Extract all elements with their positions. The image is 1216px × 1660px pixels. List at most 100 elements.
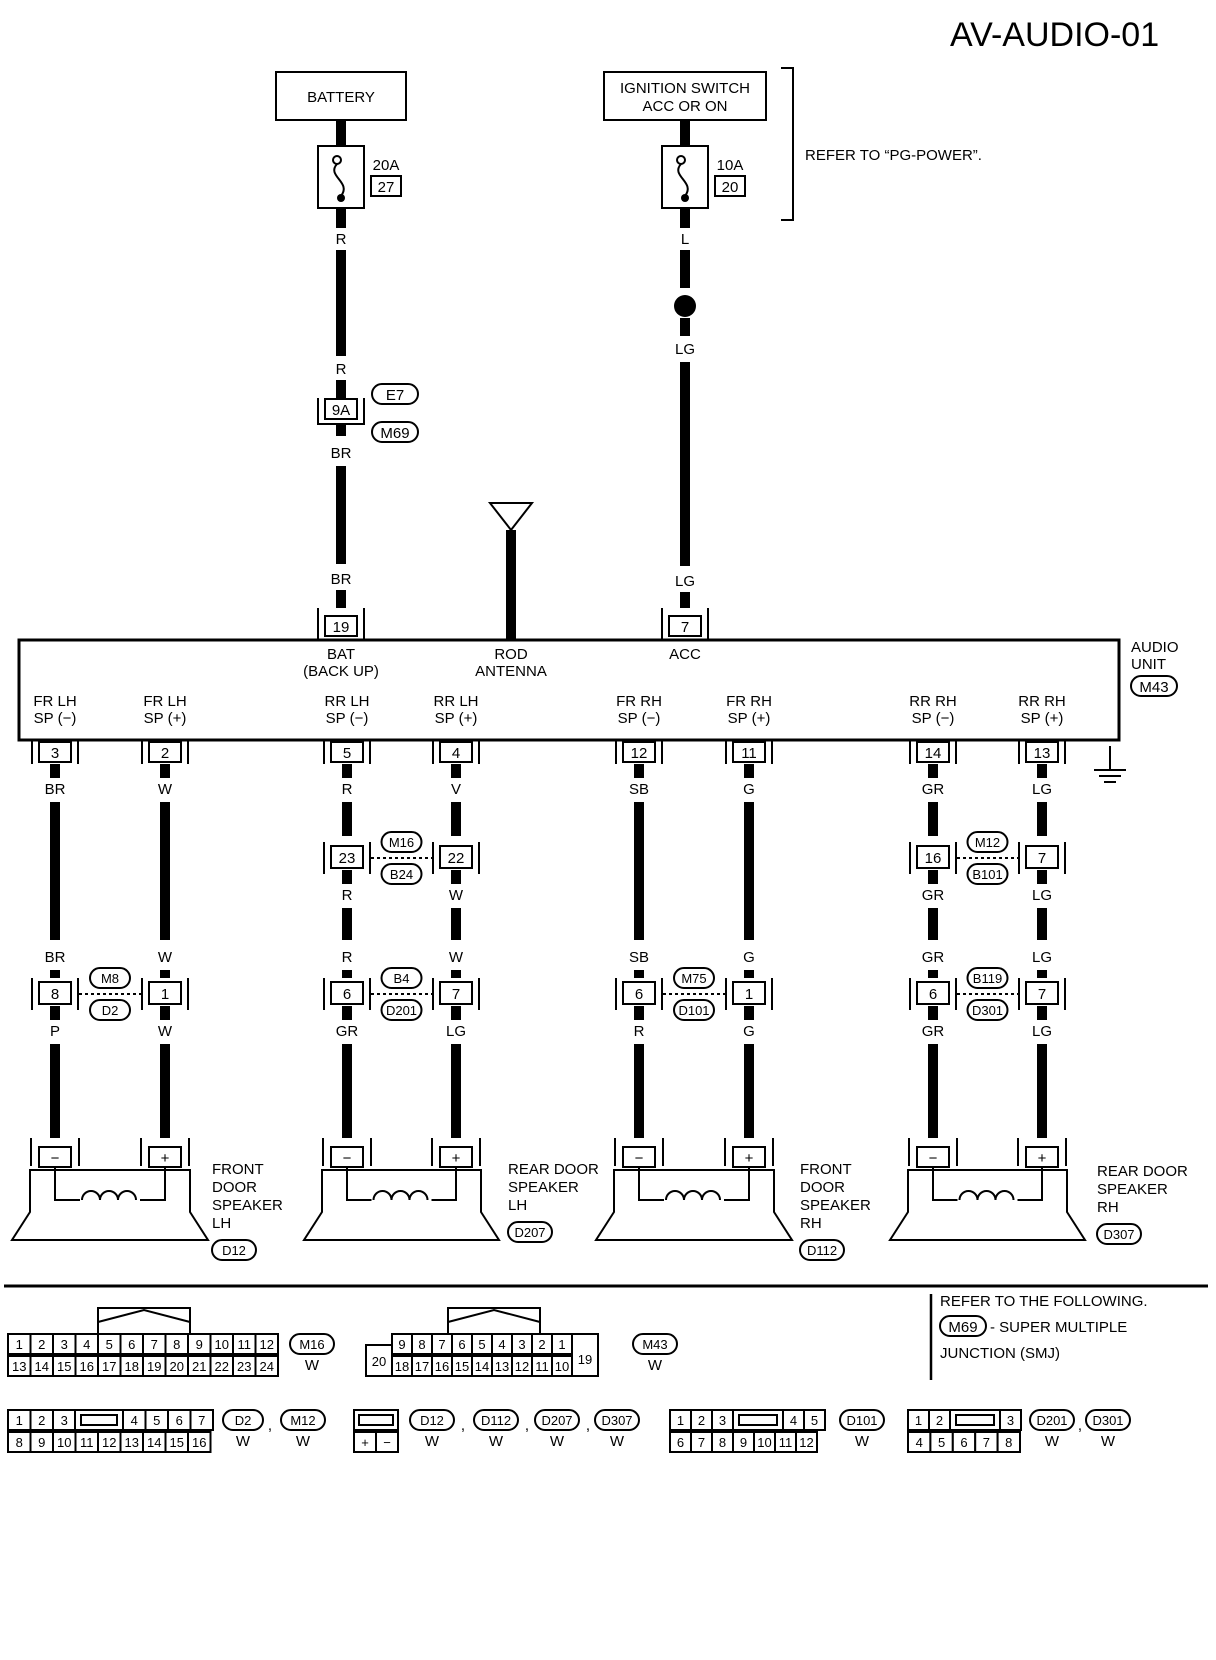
m16-r1-2: 3 [61,1337,68,1352]
speaker-0-coil-icon [81,1190,137,1201]
d2-r1b-0: 4 [131,1413,138,1428]
m43-view-color: W [648,1357,663,1374]
acc-pin-number: 7 [681,619,689,636]
d12-view-color-1: W [489,1433,504,1450]
d101-r2-5: 11 [779,1435,793,1450]
d2-view-connector-0-badge [222,1409,264,1431]
m43-r2-2: 16 [435,1359,449,1374]
terminal-label-3-a: RR LH [433,693,478,710]
terminal-label-7-b: SP (+) [1021,710,1064,727]
low-connector-bottom-3-badge [966,999,1009,1021]
bat-label-2: (BACK UP) [303,663,379,680]
d12-view-sep-0: , [461,1417,465,1434]
m16-r2-5: 18 [125,1359,139,1374]
speaker-0-connector-badge [211,1239,257,1261]
d2-r1b-1: 5 [153,1413,160,1428]
low-connector-top-3-label: B119 [973,971,1002,986]
fuse-10a-amp: 10A [717,157,744,174]
d2-r1a-1: 2 [38,1413,45,1428]
mid-connector-bottom-1-badge [966,863,1009,885]
wire-bot-color-4: R [634,1023,645,1040]
terminal-pin-5-number: 11 [741,745,757,762]
terminal-pin-6-number: 14 [925,745,942,762]
low-connector-top-0-badge [89,967,131,989]
terminal-label-0-a: FR LH [33,693,76,710]
refer-following-line1: REFER TO THE FOLLOWING. [940,1293,1148,1310]
m16-r2-11: 24 [260,1359,274,1374]
low-connector-top-1-badge [380,967,423,989]
m43-r1-1: 8 [418,1337,425,1352]
m43-r1-5: 4 [498,1337,505,1352]
low-connector-pin-5: 1 [725,978,773,1010]
ignition-switch-box [603,71,767,121]
m43-r2-0: 18 [395,1359,409,1374]
speaker-1-plus: + [452,1150,461,1167]
speaker-3-connector-label: D307 [1103,1227,1134,1242]
m16-view-color: W [305,1357,320,1374]
speaker-2-coil-icon [665,1190,721,1201]
d201-r1a-1: 2 [936,1413,943,1428]
m43-r2-4: 14 [475,1359,489,1374]
terminal-label-0-b: SP (−) [34,710,77,727]
mid-connector-pin-6: 16 [909,842,957,874]
m16-r2-0: 13 [12,1359,26,1374]
mid-connector-top-1-badge [966,831,1009,853]
bat-pin [317,608,365,640]
terminal-label-3-b: SP (+) [435,710,478,727]
wire-top-color-1: W [158,781,173,798]
d2-r1a-0: 1 [16,1413,23,1428]
speaker-1-name-0: REAR DOOR [508,1161,599,1178]
mid-connector-pin-3: 22 [432,842,480,874]
audio-unit-name-2: UNIT [1131,656,1166,673]
d201-r1b-0: 3 [1007,1413,1014,1428]
speaker-1-connector-label: D207 [514,1225,545,1240]
d2-r1b-3: 7 [198,1413,205,1428]
fuse-20a [317,145,365,209]
low-connector-bottom-1-badge [380,999,423,1021]
wire-bot-color-0: P [50,1023,60,1040]
mid-connector-pin-7: 7 [1018,842,1066,874]
d2-r2-3: 11 [80,1435,94,1450]
d201-r2-3: 7 [983,1435,990,1450]
audio-unit-name-1: AUDIO [1131,639,1179,656]
fuse-20-box [714,175,746,197]
d101-r2-0: 6 [677,1435,684,1450]
speaker-2-name-0: FRONT [800,1161,852,1178]
terminal-label-5-a: FR RH [726,693,772,710]
d201-view-color-1: W [1101,1433,1116,1450]
refer-bracket [781,67,794,221]
m43-r1-0: 9 [398,1337,405,1352]
refer-following-m69-badge [939,1315,987,1337]
speaker-3-connector-badge [1096,1223,1142,1245]
mid-connector-top-0-label: M16 [389,835,414,850]
wire-mid2-color-3: W [449,949,464,966]
wire-bot-color-7: LG [1032,1023,1052,1040]
terminal-pin-7-number: 13 [1034,745,1051,762]
wire-r-top: R [336,231,347,248]
fuse-10a [661,145,709,209]
diagram-title: AV-AUDIO-01 [950,16,1159,54]
wire-top-color-3: V [451,781,461,798]
low-connector-bottom-2-badge [673,999,715,1021]
d12-view-color-0: W [425,1433,440,1450]
wire-mid2-color-2: R [342,949,353,966]
terminal-pin-2: 5 [323,740,371,764]
m43-r1-4: 5 [478,1337,485,1352]
d2-r2-5: 13 [125,1435,139,1450]
m43-view-connector-label: M43 [642,1337,667,1352]
terminal-pin-6: 14 [909,740,957,764]
m43-r2-8: 10 [555,1359,569,1374]
wire-top-color-0: BR [45,781,66,798]
d201-r1a-0: 1 [915,1413,922,1428]
speaker-3-name-0: REAR DOOR [1097,1163,1188,1180]
d12-view-connector-0-badge [409,1409,455,1431]
low-connector-pin-2-number: 6 [343,986,351,1003]
speaker-2-connector-badge [799,1239,845,1261]
low-connector-bottom-3-label: D301 [972,1003,1003,1018]
d12-view-connector-3-label: D307 [601,1413,632,1428]
d201-r2-1: 5 [938,1435,945,1450]
